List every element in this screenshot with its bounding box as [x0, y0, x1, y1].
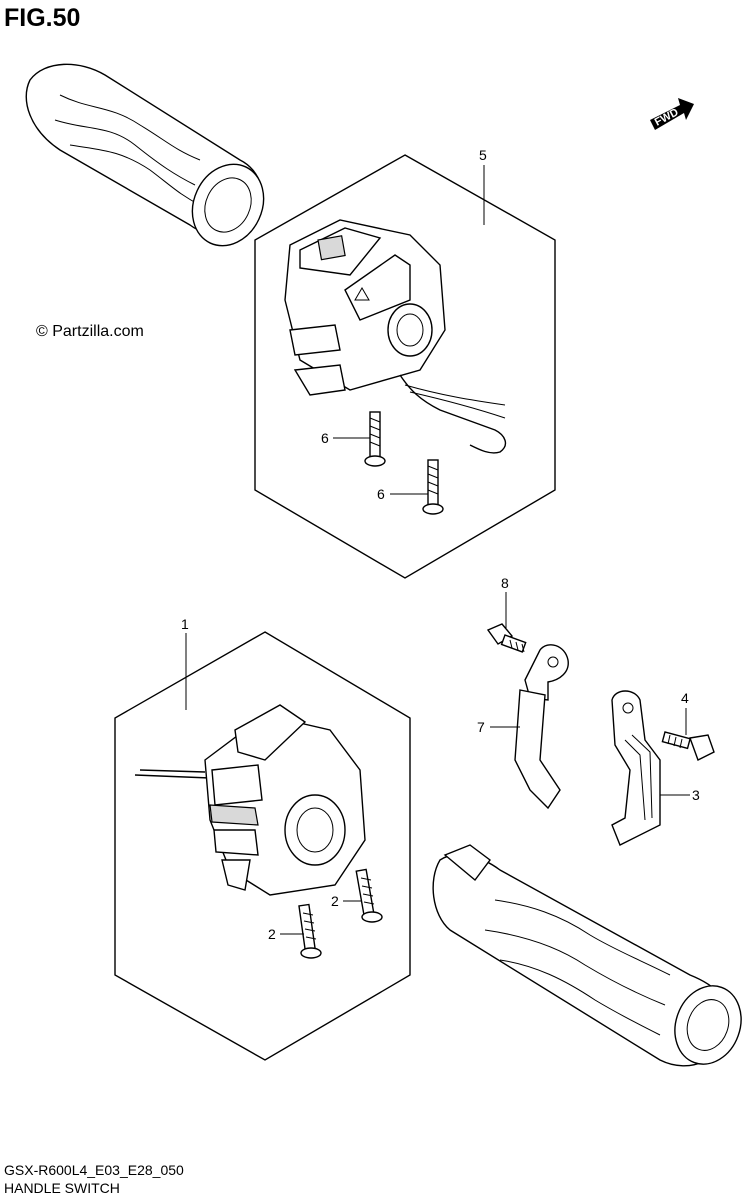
- section-name: HANDLE SWITCH: [4, 1180, 120, 1196]
- clamp-3[interactable]: [611, 690, 661, 846]
- screw-6a[interactable]: [364, 411, 386, 467]
- callout-4: 4: [681, 690, 689, 706]
- right-handle-switch[interactable]: [284, 219, 507, 454]
- model-code: GSX-R600L4_E03_E28_050: [4, 1162, 184, 1178]
- screw-6b[interactable]: [422, 459, 444, 515]
- callout-1: 1: [181, 616, 189, 632]
- bracket-7[interactable]: [514, 644, 569, 810]
- callout-3: 3: [692, 787, 700, 803]
- bolt-8[interactable]: [486, 623, 527, 653]
- screw-2b[interactable]: [298, 903, 322, 959]
- callout-7: 7: [477, 719, 485, 735]
- screw-2a[interactable]: [355, 868, 383, 923]
- watermark-text: © Partzilla.com: [36, 323, 144, 340]
- callout-2b: 2: [268, 926, 276, 942]
- callout-8: 8: [501, 575, 509, 591]
- callout-6a: 6: [321, 430, 329, 446]
- callout-5: 5: [479, 147, 487, 163]
- fwd-label: FWD: [653, 106, 681, 128]
- callout-2a: 2: [331, 893, 339, 909]
- figure-title: FIG.50: [4, 4, 81, 32]
- fwd-arrow-icon: FWD: [650, 98, 694, 130]
- bolt-4[interactable]: [661, 731, 715, 761]
- throttle-grip[interactable]: [432, 844, 748, 1074]
- assembly-outline-upper: [254, 154, 556, 579]
- left-handle-switch[interactable]: [134, 704, 366, 896]
- callout-6b: 6: [377, 486, 385, 502]
- left-grip[interactable]: [25, 63, 276, 257]
- assembly-outline-lower: [114, 631, 411, 1061]
